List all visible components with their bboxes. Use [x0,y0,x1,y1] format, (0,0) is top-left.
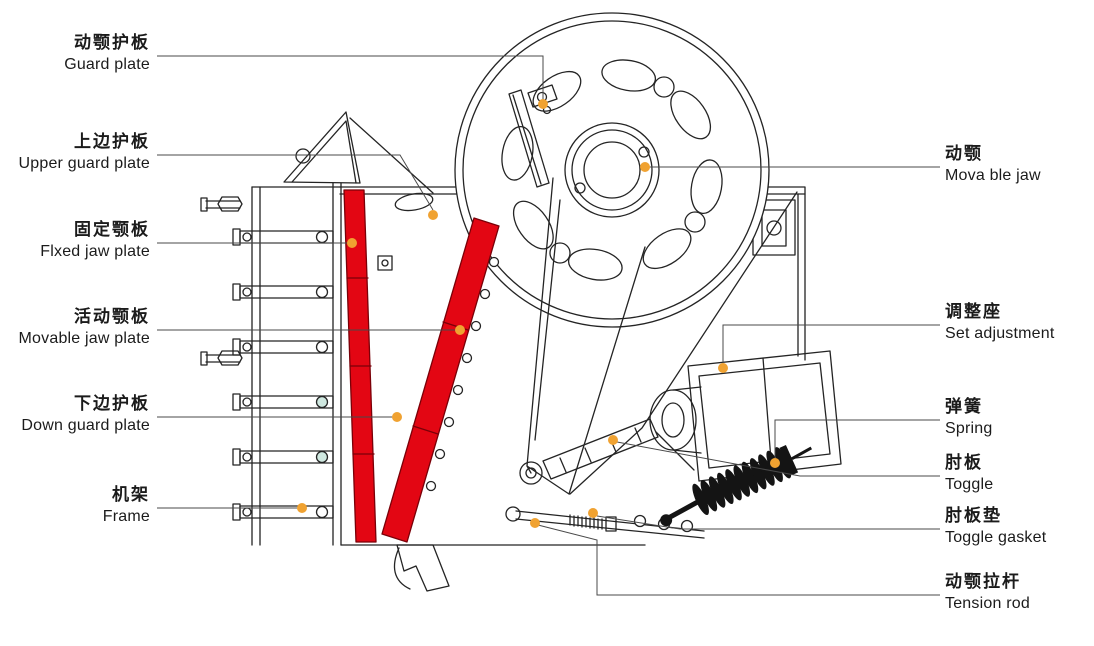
label-spring: 弹簧 Spring [945,396,1094,440]
label-tension-rod: 动颚拉杆 Tension rod [945,571,1094,615]
frame-rib [232,503,334,521]
flywheel [454,12,770,328]
label-set-adjustment: 调整座 Set adjustment [945,301,1094,345]
leader-guard-plate [157,55,544,101]
bottom-bracket [396,544,450,592]
label-spring-en: Spring [945,420,993,437]
marker-toggle-gasket [588,508,598,518]
marker-toggle [608,435,618,445]
bolt-assembly [200,196,243,212]
frame-rib [232,448,334,466]
label-toggle-zh: 肘板 [945,453,983,472]
movable-jaw-pitman [508,84,646,495]
label-guard-plate-en: Guard plate [64,56,150,73]
label-frame-zh: 机架 [112,485,150,504]
label-movable-jaw-plate-en: Movable jaw plate [18,330,150,347]
label-fixed-jaw-plate: 固定颚板 Flxed jaw plate [0,219,150,263]
label-fixed-jaw-plate-zh: 固定颚板 [74,220,150,239]
marker-movable-jaw [640,162,650,172]
leader-toggle [616,441,940,477]
label-set-adjustment-zh: 调整座 [945,302,1002,321]
label-movable-jaw-plate: 活动颚板 Movable jaw plate [0,306,150,350]
label-down-guard-plate-zh: 下边护板 [74,394,150,413]
marker-dots [297,99,780,528]
leader-upper-guard-plate [157,154,434,211]
jaw-plates [343,189,500,543]
label-toggle: 肘板 Toggle [945,452,1094,496]
frame-rib [232,228,334,246]
label-upper-guard-plate-zh: 上边护板 [74,132,150,151]
label-set-adjustment-en: Set adjustment [945,325,1055,342]
marker-guard-plate [538,99,548,109]
label-tension-rod-en: Tension rod [945,595,1030,612]
label-fixed-jaw-plate-en: Flxed jaw plate [40,243,150,260]
label-movable-jaw-en: Mova ble jaw [945,167,1041,184]
marker-upper-guard-plate [428,210,438,220]
toggle-assembly [519,418,659,485]
label-frame-en: Frame [102,508,150,525]
frame-rib [232,393,334,411]
marker-spring [770,458,780,468]
label-down-guard-plate: 下边护板 Down guard plate [0,393,150,437]
leader-set-adjustment [722,324,940,364]
leader-lines [157,55,940,596]
label-movable-jaw-zh: 动颚 [945,144,983,163]
spring-part [660,444,813,527]
label-guard-plate-zh: 动颚护板 [74,33,150,52]
leader-toggle-gasket [596,515,940,530]
movable-jaw-plate-shape [381,217,500,543]
label-tension-rod-zh: 动颚拉杆 [945,572,1021,591]
label-frame: 机架 Frame [0,484,150,528]
label-movable-jaw: 动颚 Mova ble jaw [945,143,1094,187]
marker-movable-jaw-plate [455,325,465,335]
marker-down-guard-plate [392,412,402,422]
leader-spring [774,419,940,459]
marker-frame [297,503,307,513]
pitman-bolts [425,256,500,492]
label-movable-jaw-plate-zh: 活动颚板 [74,307,150,326]
top-guard-strip [508,89,550,188]
marker-set-adjustment [718,363,728,373]
frame-rib [232,338,334,356]
marker-fixed-jaw-plate [347,238,357,248]
label-toggle-gasket-en: Toggle gasket [945,529,1047,546]
leader-tension-rod [537,524,940,596]
label-spring-zh: 弹簧 [945,397,983,416]
frame-top-triangle [283,111,361,184]
marker-tension-rod [530,518,540,528]
label-upper-guard-plate: 上边护板 Upper guard plate [0,131,150,175]
set-adjustment-seat [649,350,842,482]
label-upper-guard-plate-en: Upper guard plate [18,155,150,172]
label-toggle-gasket-zh: 肘板垫 [945,506,1002,525]
label-guard-plate: 动颚护板 Guard plate [0,32,150,76]
label-down-guard-plate-en: Down guard plate [21,417,150,434]
label-toggle-gasket: 肘板垫 Toggle gasket [945,505,1094,549]
label-toggle-en: Toggle [945,476,994,493]
frame-rib [232,283,334,301]
bolt-assembly [200,350,243,366]
